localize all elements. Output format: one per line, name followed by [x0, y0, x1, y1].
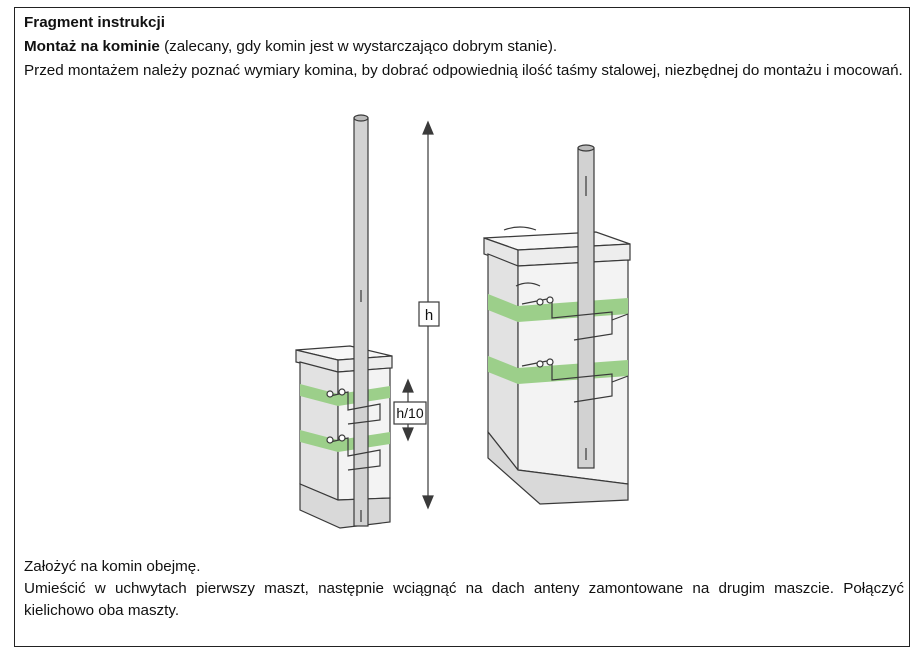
document-subheading: Montaż na kominie (zalecany, gdy komin j… [24, 36, 557, 58]
left-brackets [326, 388, 381, 471]
h-dimension-arrow [418, 120, 440, 510]
label-h10: h/10 [396, 405, 423, 421]
subheading-bold: Montaż na kominie [24, 38, 160, 55]
chimney-mount-illustration: h h/10 [295, 114, 631, 529]
step-1: Założyć na komin obejmę. [24, 558, 201, 575]
document-heading: Fragment instrukcji [24, 14, 165, 31]
intro-paragraph: Przed montażem należy poznać wymiary kom… [24, 62, 903, 79]
step-2: Umieścić w uchwytach pierwszy maszt, nas… [24, 580, 904, 619]
right-mast [577, 144, 595, 469]
subheading-rest: (zalecany, gdy komin jest w wystarczając… [159, 38, 558, 55]
h10-dimension-arrow [393, 378, 427, 442]
label-h: h [425, 307, 433, 324]
left-mast [353, 114, 369, 527]
right-brackets [515, 282, 629, 403]
